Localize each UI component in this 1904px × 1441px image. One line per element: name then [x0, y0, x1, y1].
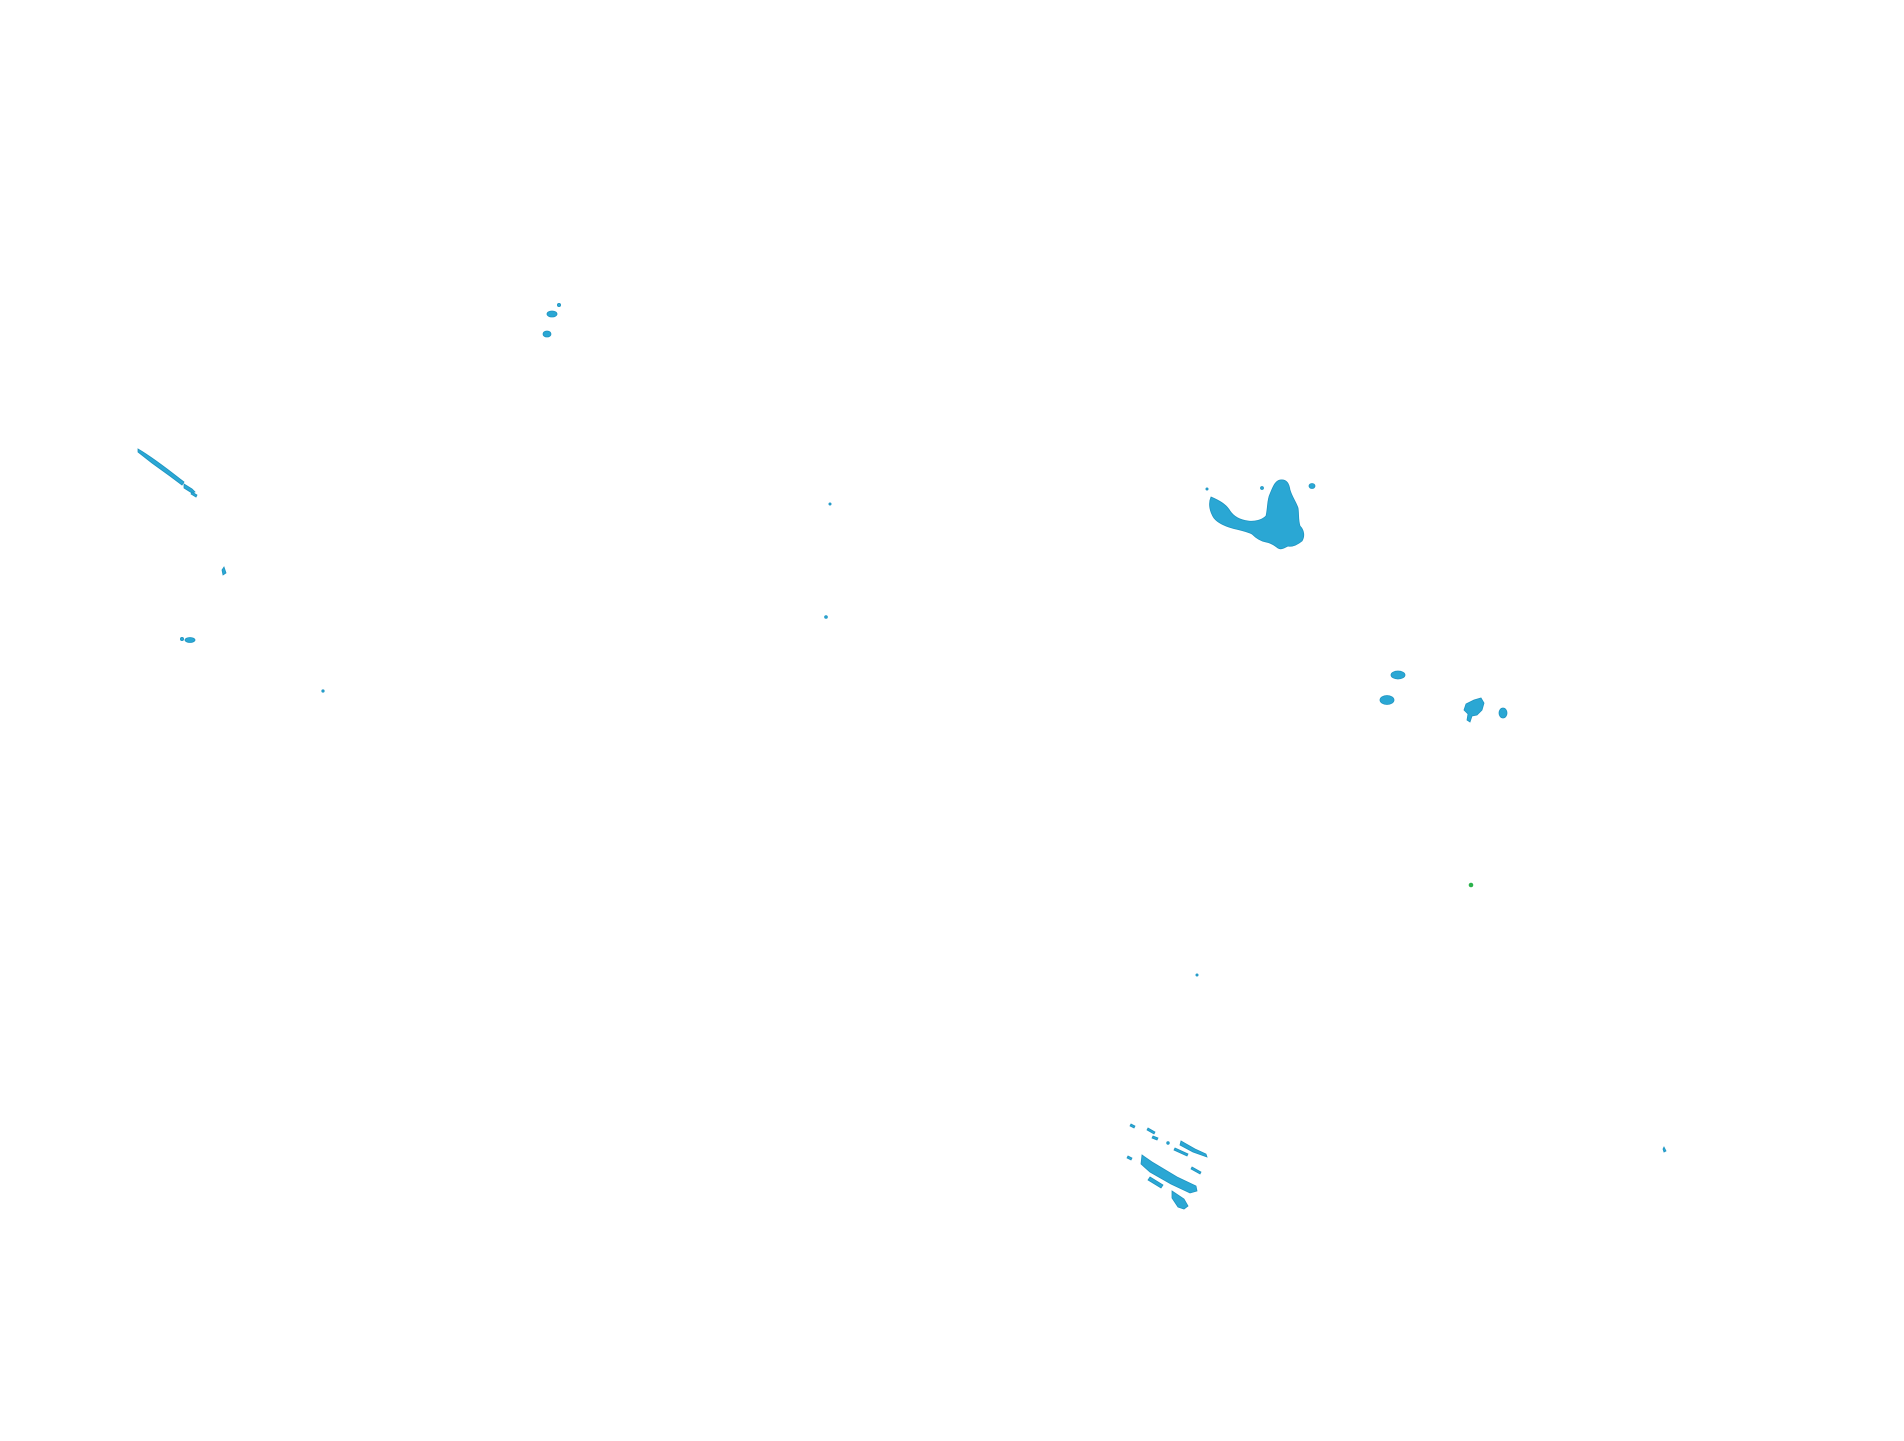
feature-dot[interactable]	[321, 689, 325, 693]
feature-strip[interactable]	[1173, 1147, 1189, 1157]
feature-strip[interactable]	[1151, 1135, 1159, 1141]
feature-dot[interactable]	[221, 566, 227, 576]
feature-dot[interactable]	[1205, 487, 1209, 491]
feature-cluster-b[interactable]	[137, 448, 198, 498]
feature-strip[interactable]	[1126, 1155, 1133, 1161]
feature-island-main[interactable]	[1209, 479, 1305, 550]
feature-strip[interactable]	[1179, 1140, 1208, 1158]
feature-cluster-f[interactable]	[1126, 1123, 1208, 1210]
feature-strip[interactable]	[1190, 1166, 1202, 1175]
feature-blob[interactable]	[1390, 670, 1406, 680]
feature-strip[interactable]	[1171, 1190, 1189, 1210]
feature-dot[interactable]	[1260, 486, 1264, 490]
feature-dot[interactable]	[828, 502, 832, 506]
feature-blob[interactable]	[1379, 695, 1395, 705]
feature-blob[interactable]	[1308, 483, 1316, 489]
feature-dot[interactable]	[179, 637, 184, 642]
feature-dot[interactable]	[557, 302, 562, 307]
feature-cluster-d[interactable]	[824, 502, 832, 619]
feature-dot[interactable]	[1195, 973, 1199, 977]
feature-cluster-e[interactable]	[1379, 670, 1508, 723]
feature-strip[interactable]	[137, 448, 185, 486]
map-features-layer	[137, 302, 1667, 1210]
feature-blob[interactable]	[1498, 707, 1508, 719]
feature-island[interactable]	[1463, 697, 1485, 723]
feature-blob[interactable]	[184, 637, 196, 643]
feature-cluster-a[interactable]	[542, 302, 562, 338]
feature-strip[interactable]	[1140, 1154, 1198, 1194]
feature-cluster-main[interactable]	[1205, 479, 1316, 550]
feature-strip[interactable]	[1147, 1176, 1164, 1189]
feature-strip[interactable]	[183, 483, 196, 494]
feature-dot[interactable]	[1662, 1146, 1667, 1153]
highlight-marker[interactable]	[1468, 882, 1474, 888]
feature-strip[interactable]	[1146, 1127, 1156, 1135]
feature-cluster-c[interactable]	[179, 566, 325, 693]
feature-dot[interactable]	[824, 615, 828, 619]
feature-strip[interactable]	[190, 491, 198, 498]
feature-blob[interactable]	[546, 310, 558, 318]
feature-dot[interactable]	[1166, 1141, 1170, 1145]
feature-blob[interactable]	[542, 330, 552, 338]
feature-strip[interactable]	[1129, 1123, 1136, 1129]
